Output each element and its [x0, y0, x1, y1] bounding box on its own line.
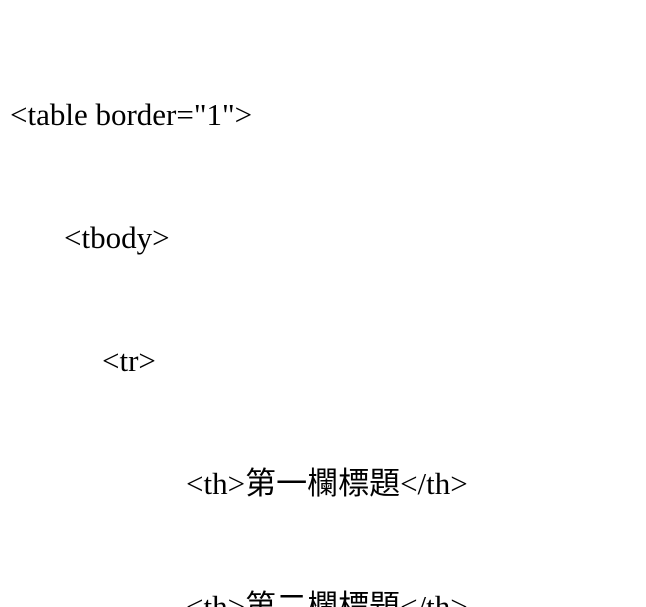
code-line: <tr> — [102, 343, 156, 378]
code-line: <tbody> — [64, 220, 170, 255]
code-line: <th>第一欄標題</th> — [186, 466, 468, 501]
code-line: <table border="1"> — [10, 97, 253, 132]
code-line: <th>第二欄標題</th> — [186, 589, 468, 607]
